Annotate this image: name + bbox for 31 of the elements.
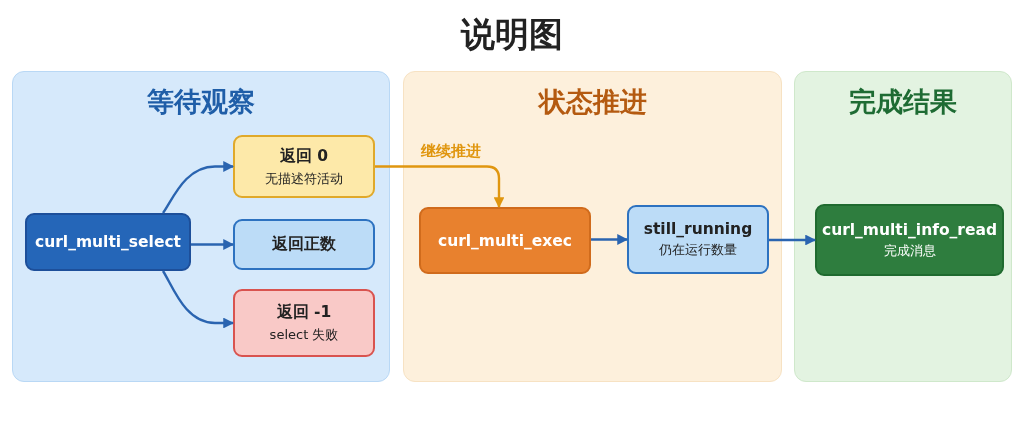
arrow	[191, 239, 235, 250]
stage-heading: 完成结果	[849, 85, 957, 119]
stage-panel	[12, 71, 390, 382]
arrow	[161, 270, 235, 329]
box-subtitle: 仍在运行数量	[659, 241, 737, 259]
box-subtitle: 完成消息	[883, 241, 936, 260]
arrow	[591, 234, 629, 245]
function-box	[419, 207, 591, 274]
diagram-title: 说明图	[461, 14, 563, 54]
box-title: curl_multi_exec	[437, 231, 573, 250]
result-box	[233, 289, 375, 357]
stage-panel	[403, 71, 782, 382]
arrow	[769, 234, 817, 246]
function-box	[815, 204, 1004, 276]
result-box	[233, 135, 375, 198]
result-box	[233, 219, 375, 270]
stage-heading: 等待观察	[147, 85, 255, 119]
box-title: 返回正数	[272, 234, 336, 255]
box-title: 返回 0	[279, 145, 329, 167]
stage-panel	[794, 71, 1012, 382]
box-subtitle: 无描述符活动	[265, 169, 343, 188]
state-box	[627, 205, 769, 274]
box-title: still_running	[643, 220, 753, 238]
box-subtitle: select 失败	[269, 326, 339, 344]
box-title: curl_multi_select	[34, 233, 182, 251]
arrow	[375, 165, 505, 209]
function-box	[25, 213, 191, 271]
stage-heading: 状态推进	[538, 85, 647, 119]
box-title: 返回 -1	[276, 302, 332, 323]
arrow	[162, 161, 235, 214]
box-title: curl_multi_info_read	[821, 220, 998, 239]
